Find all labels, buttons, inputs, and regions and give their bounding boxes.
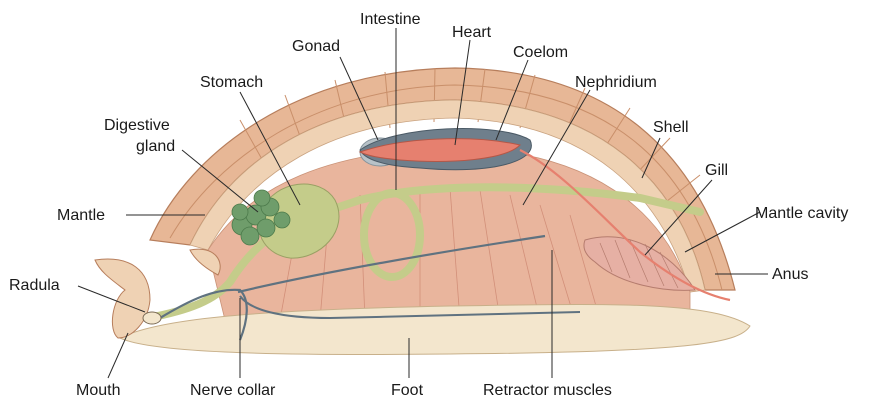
label-gill: Gill xyxy=(705,162,728,179)
label-nerve-collar: Nerve collar xyxy=(190,382,276,399)
label-heart: Heart xyxy=(452,24,492,41)
head-illustration xyxy=(95,259,150,338)
label-foot: Foot xyxy=(391,382,424,399)
label-mantle-cavity: Mantle cavity xyxy=(755,205,848,222)
label-gonad: Gonad xyxy=(292,38,340,55)
label-radula: Radula xyxy=(9,277,60,294)
label-stomach: Stomach xyxy=(200,74,263,91)
foot-illustration xyxy=(120,305,750,355)
label-digestive: Digestive xyxy=(104,117,170,134)
label-anus: Anus xyxy=(772,266,808,283)
label-intestine: Intestine xyxy=(360,11,421,28)
label-retractor-muscles: Retractor muscles xyxy=(483,382,612,399)
radula-illustration xyxy=(143,312,161,324)
label-mouth: Mouth xyxy=(76,382,120,399)
label-mantle: Mantle xyxy=(57,207,105,224)
label-coelom: Coelom xyxy=(513,44,568,61)
label-shell: Shell xyxy=(653,119,689,136)
leader-mouth xyxy=(108,333,128,378)
label-nephridium: Nephridium xyxy=(575,74,657,91)
label-gland: gland xyxy=(136,138,175,155)
